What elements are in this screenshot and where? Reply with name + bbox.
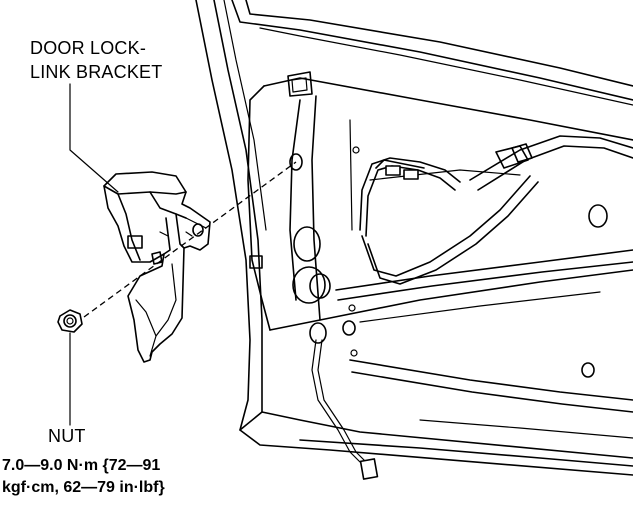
nut-label: NUT — [48, 426, 86, 446]
installation-axis-line — [83, 161, 297, 318]
nut — [57, 309, 83, 333]
door-frame — [195, 0, 633, 476]
lock-link-bracket — [103, 171, 211, 363]
torque-spec-line2: kgf·cm, 62—79 in·lbf} — [2, 479, 165, 496]
service-holes — [249, 71, 608, 378]
bracket-label-line2: LINK BRACKET — [30, 62, 163, 82]
door-rails — [299, 249, 633, 467]
bracket-label-line1: DOOR LOCK- — [30, 38, 147, 58]
wire-harness — [311, 135, 633, 480]
bracket-leader-line — [69, 83, 119, 193]
window-channel — [231, 0, 633, 106]
inner-panel — [247, 77, 633, 331]
torque-spec-line1: 7.0—9.0 N·m {72—91 — [2, 457, 161, 474]
